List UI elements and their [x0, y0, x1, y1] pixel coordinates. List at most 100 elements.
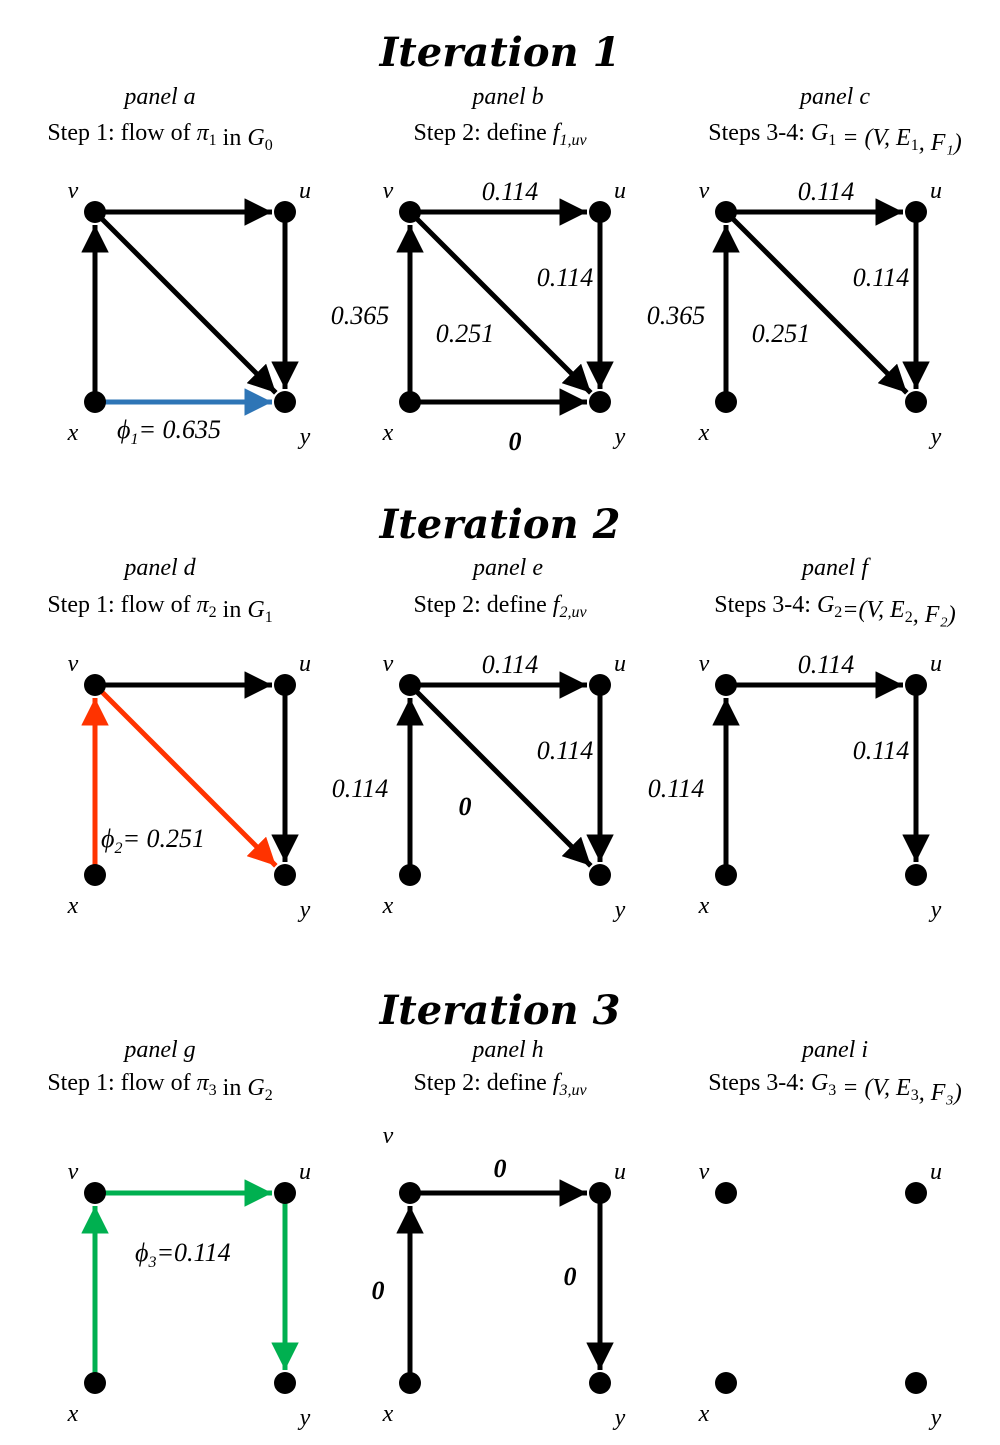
node-u	[589, 674, 611, 696]
panel-c: panel c Steps 3-4: G1 = (V, E1, F₁) 0.114 0…	[647, 84, 962, 450]
panel-g-name: panel g	[122, 1037, 195, 1063]
node-label-x: x	[382, 1401, 394, 1427]
node-label-y: y	[613, 424, 626, 450]
node-label-x: x	[67, 893, 79, 919]
node-y	[905, 391, 927, 413]
panel-e-name: panel e	[471, 555, 543, 581]
panel-i-step: Steps 3-4: G3 = (V, E3, F₃)	[708, 1070, 961, 1106]
node-x	[399, 864, 421, 886]
node-v	[84, 201, 106, 223]
node-label-x: x	[698, 420, 710, 446]
node-x	[715, 391, 737, 413]
node-label-v: v	[699, 178, 710, 204]
node-v	[399, 1182, 421, 1204]
node-v	[715, 674, 737, 696]
node-y	[274, 864, 296, 886]
node-label-y: y	[929, 897, 942, 923]
edge-label-x-y: 0	[509, 427, 522, 456]
edge-label-u-y: 0.114	[853, 736, 910, 765]
node-label-v: v	[68, 651, 79, 677]
edge-label-v-y: 0.251	[436, 319, 495, 348]
panel-e-step: Step 2: define f2,uv	[413, 592, 587, 621]
edge-v-y	[409, 211, 593, 395]
edge-label-x-v: 0	[372, 1276, 385, 1305]
node-y	[274, 1372, 296, 1394]
node-label-u: u	[930, 178, 942, 204]
edge-v-y	[94, 211, 278, 395]
node-u	[589, 1182, 611, 1204]
node-y	[589, 1372, 611, 1394]
edge-label-v-y: 0.251	[752, 319, 811, 348]
node-u	[274, 1182, 296, 1204]
node-y	[905, 864, 927, 886]
node-x	[84, 864, 106, 886]
node-label-x: x	[382, 893, 394, 919]
panel-a-name: panel a	[122, 84, 195, 110]
edge-label-u-y: 0.114	[853, 263, 910, 292]
node-u	[905, 674, 927, 696]
node-v	[84, 674, 106, 696]
node-label-u: u	[614, 651, 626, 677]
node-label-y: y	[613, 1405, 626, 1431]
node-x	[715, 864, 737, 886]
node-v	[715, 1182, 737, 1204]
node-y	[274, 391, 296, 413]
node-label-u: u	[930, 1159, 942, 1185]
panel-b-name: panel b	[470, 84, 543, 110]
iteration-1-title: Iteration 1	[379, 29, 621, 76]
edge-label-v-u: 0.114	[798, 650, 855, 679]
node-label-v: v	[383, 1123, 394, 1149]
edge-label-v-u: 0.114	[482, 177, 539, 206]
node-label-v: v	[699, 651, 710, 677]
node-label-u: u	[299, 1159, 311, 1185]
node-label-v: v	[383, 178, 394, 204]
node-x	[715, 1372, 737, 1394]
panel-b: panel b Step 2: define f1,uv 0.114 0.114 0.2…	[331, 84, 626, 456]
iteration-2-title: Iteration 2	[379, 501, 621, 548]
node-label-v: v	[68, 178, 79, 204]
panel-h-step: Step 2: define f3,uv	[413, 1070, 587, 1099]
node-label-x: x	[382, 420, 394, 446]
panel-b-step: Step 2: define f1,uv	[413, 120, 587, 149]
node-label-u: u	[299, 651, 311, 677]
node-u	[274, 201, 296, 223]
edge-label-x-v: 0.114	[332, 774, 389, 803]
node-x	[399, 391, 421, 413]
panel-f-step: Steps 3-4: G2=(V, E2, F₂)	[714, 592, 955, 628]
edge-label-u-y: 0	[564, 1262, 577, 1291]
edge-v-y	[409, 684, 593, 868]
panel-c-step: Steps 3-4: G1 = (V, E1, F₁)	[708, 120, 961, 156]
panel-f: panel f Steps 3-4: G2=(V, E2, F₂) 0.114 0.1…	[648, 555, 956, 923]
edge-label-x-v: 0.365	[647, 301, 706, 330]
edge-label-x-v: 0.114	[648, 774, 705, 803]
edge-label-u-y: 0.114	[537, 736, 594, 765]
node-y	[589, 391, 611, 413]
panel-a-step: Step 1: flow of π1 in G0	[47, 120, 272, 154]
node-u	[589, 201, 611, 223]
node-label-u: u	[614, 178, 626, 204]
node-label-y: y	[298, 1405, 311, 1431]
node-v	[715, 201, 737, 223]
node-label-v: v	[383, 651, 394, 677]
edge-label-x-v: 0.365	[331, 301, 390, 330]
iteration-3-title: Iteration 3	[379, 987, 621, 1034]
panel-d-step: Step 1: flow of π2 in G1	[47, 592, 272, 626]
node-label-x: x	[67, 420, 79, 446]
panel-c-name: panel c	[798, 84, 870, 110]
node-label-v: v	[699, 1159, 710, 1185]
panel-f-name: panel f	[800, 555, 871, 581]
panel-g-step: Step 1: flow of π3 in G2	[47, 1070, 272, 1104]
node-label-u: u	[930, 651, 942, 677]
edge-label-v-u: 0.114	[482, 650, 539, 679]
node-y	[589, 864, 611, 886]
node-x	[399, 1372, 421, 1394]
edge-label-u-y: 0.114	[537, 263, 594, 292]
node-label-y: y	[298, 424, 311, 450]
edge-v-y	[94, 684, 278, 868]
node-label-x: x	[698, 893, 710, 919]
